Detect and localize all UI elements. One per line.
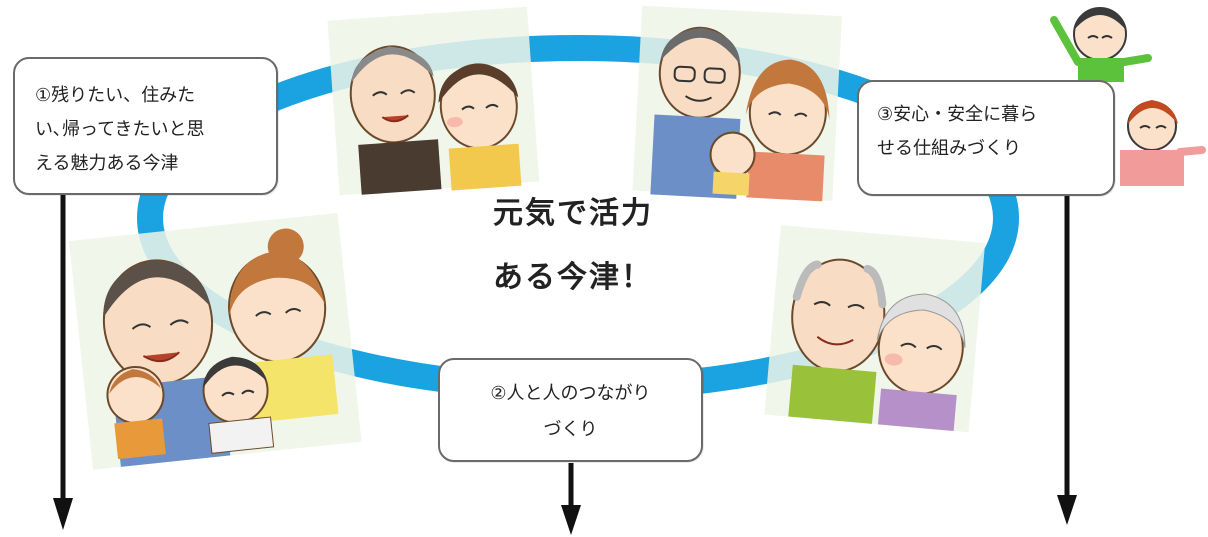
- illustration-elderly-couple-top: [327, 6, 540, 196]
- arrows: [53, 195, 1077, 535]
- center-title-line-2: ある今津！: [493, 260, 653, 295]
- illustration-children-waving: [1050, 7, 1206, 186]
- illustration-elderly-grandparents: [764, 225, 986, 433]
- center-title-line-1: 元気で活力: [493, 196, 653, 231]
- goal-box-3: ③安心・安全に暮ら せる仕組みづくり: [857, 80, 1115, 196]
- illustration-family-of-four: [69, 212, 362, 470]
- arrow-right-head: [1057, 495, 1077, 525]
- illustration-young-family-with-baby: [632, 5, 842, 202]
- goal-box-1: ①残りたい、住みた い､帰ってきたいと思 える魅力ある今津: [13, 57, 278, 195]
- arrow-left-head: [53, 498, 73, 530]
- goal-box-2: ②人と人のつながり づくり: [438, 358, 703, 462]
- arrow-center-head: [561, 505, 581, 535]
